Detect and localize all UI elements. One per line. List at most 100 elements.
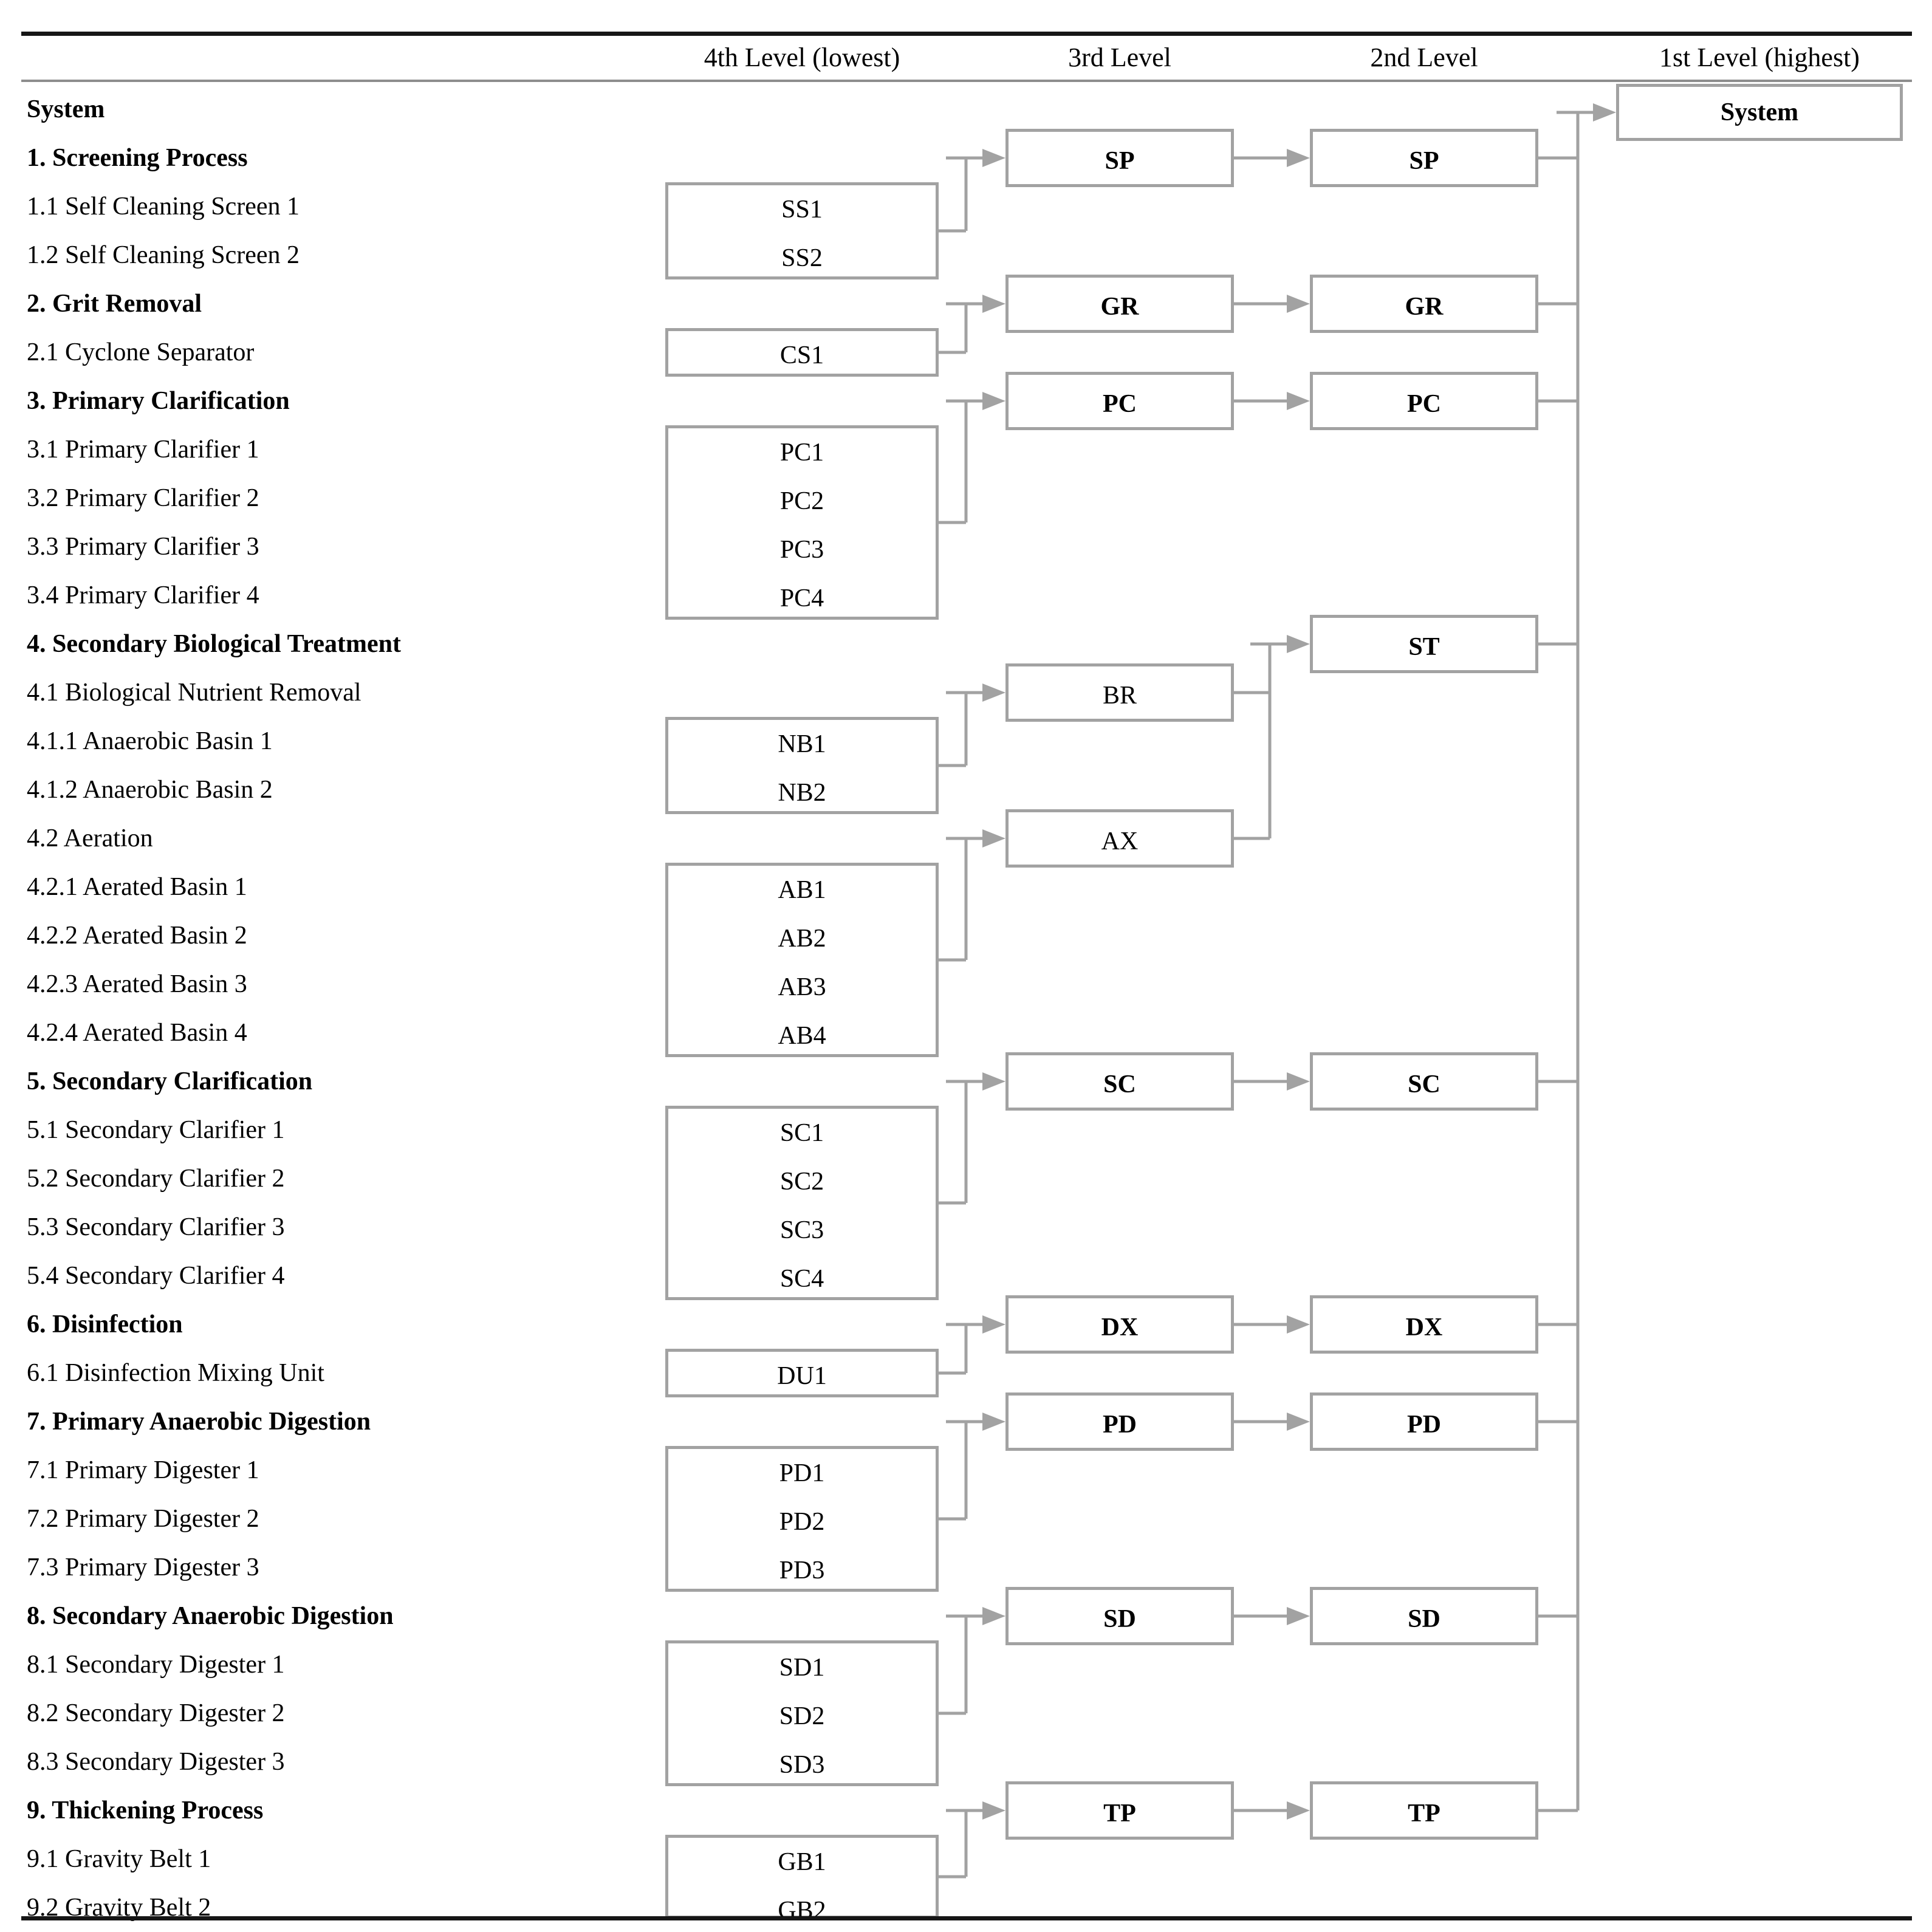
- box-label: DU1: [777, 1362, 827, 1390]
- box-label: BR: [1102, 682, 1137, 710]
- row-label: 7.1 Primary Digester 1: [27, 1456, 259, 1484]
- row-label: 4.1 Biological Nutrient Removal: [27, 679, 361, 707]
- box-label: DX: [1405, 1314, 1443, 1341]
- arrowhead-icon: [1287, 1607, 1310, 1625]
- row-label: 8. Secondary Anaerobic Digestion: [27, 1602, 394, 1630]
- row-label: 4.1.2 Anaerobic Basin 2: [27, 776, 273, 804]
- equipment-box-du1: DU1: [665, 1349, 939, 1397]
- box-label: PC2: [779, 487, 824, 515]
- level2-box-sp: SP: [1310, 129, 1538, 187]
- row-label: 4.2.4 Aerated Basin 4: [27, 1019, 247, 1047]
- level2-box-pd: PD: [1310, 1392, 1538, 1451]
- row-label: 3.1 Primary Clarifier 1: [27, 436, 259, 464]
- box-label: SS1: [781, 196, 823, 224]
- row-label: 3.3 Primary Clarifier 3: [27, 533, 259, 561]
- box-label: CS1: [779, 341, 824, 369]
- box-label: SD: [1103, 1605, 1136, 1633]
- box-label: PC3: [779, 536, 824, 564]
- header-4th-level: 4th Level (lowest): [704, 42, 900, 72]
- row-label: 1.2 Self Cleaning Screen 2: [27, 241, 300, 269]
- header-1st-level: 1st Level (highest): [1659, 42, 1860, 72]
- level3-box-gr: GR: [1005, 275, 1234, 333]
- level3-box-pd: PD: [1005, 1392, 1234, 1451]
- row-label: 1. Screening Process: [27, 144, 248, 172]
- box-label: PC4: [779, 584, 824, 612]
- box-label: GR: [1405, 293, 1444, 321]
- arrowhead-icon: [982, 1607, 1005, 1625]
- row-label: 4.2 Aeration: [27, 824, 153, 852]
- arrowhead-icon: [982, 1315, 1005, 1334]
- box-label: TP: [1103, 1800, 1136, 1828]
- row-label: 4. Secondary Biological Treatment: [27, 630, 401, 658]
- arrowhead-icon: [982, 829, 1005, 848]
- level2-box-pc: PC: [1310, 372, 1538, 430]
- level2-box-sd: SD: [1310, 1587, 1538, 1645]
- arrowhead-icon: [1593, 103, 1616, 122]
- row-label: 2. Grit Removal: [27, 290, 202, 318]
- system-box-label: System: [1720, 98, 1799, 126]
- arrowhead-icon: [982, 1801, 1005, 1820]
- level2-box-sc: SC: [1310, 1052, 1538, 1111]
- arrowhead-icon: [1287, 295, 1310, 313]
- level3-box-ax: AX: [1005, 809, 1234, 868]
- arrowhead-icon: [982, 149, 1005, 167]
- header-3rd-level: 3rd Level: [1068, 42, 1171, 72]
- level2-box-tp: TP: [1310, 1781, 1538, 1840]
- row-label: 4.2.2 Aerated Basin 2: [27, 922, 247, 950]
- row-label: 7.3 Primary Digester 3: [27, 1553, 259, 1581]
- box-label: PC: [1103, 390, 1137, 418]
- arrowhead-icon: [982, 392, 1005, 410]
- row-label: 7. Primary Anaerobic Digestion: [27, 1408, 371, 1436]
- level3-box-dx: DX: [1005, 1295, 1234, 1354]
- arrowhead-icon: [982, 1072, 1005, 1091]
- box-label: NB1: [778, 730, 826, 758]
- box-label: SC1: [779, 1119, 824, 1147]
- level2-box-st: ST: [1310, 615, 1538, 673]
- box-label: SP: [1409, 147, 1439, 175]
- row-label: 1.1 Self Cleaning Screen 1: [27, 193, 300, 221]
- box-label: AB1: [778, 876, 826, 904]
- box-label: PD3: [779, 1557, 825, 1584]
- row-label: 8.3 Secondary Digester 3: [27, 1748, 285, 1776]
- header-2nd-level: 2nd Level: [1370, 42, 1478, 72]
- box-label: GB1: [778, 1848, 826, 1876]
- arrowhead-icon: [982, 1413, 1005, 1431]
- arrowhead-icon: [1287, 1072, 1310, 1091]
- bottom-rule: [21, 1916, 1912, 1920]
- row-label: 5.4 Secondary Clarifier 4: [27, 1262, 285, 1290]
- row-label: 4.1.1 Anaerobic Basin 1: [27, 727, 273, 755]
- box-label: PC: [1407, 390, 1441, 418]
- box-label: DX: [1101, 1314, 1139, 1341]
- row-label: 9.2 Gravity Belt 2: [27, 1894, 211, 1922]
- level3-box-br: BR: [1005, 663, 1234, 722]
- box-label: AB2: [778, 925, 826, 953]
- box-label: SS2: [781, 244, 823, 272]
- box-label: GR: [1100, 293, 1139, 321]
- row-label: 6.1 Disinfection Mixing Unit: [27, 1359, 324, 1387]
- row-label: 5.1 Secondary Clarifier 1: [27, 1116, 285, 1144]
- row-label: 9. Thickening Process: [27, 1797, 264, 1824]
- arrowhead-icon: [1287, 1413, 1310, 1431]
- row-label: 5.3 Secondary Clarifier 3: [27, 1213, 285, 1241]
- box-label: SC: [1103, 1070, 1136, 1098]
- box-label: AB3: [778, 973, 826, 1001]
- box-label: GB2: [778, 1897, 826, 1925]
- arrowhead-icon: [982, 295, 1005, 313]
- box-label: PD1: [779, 1459, 825, 1487]
- box-label: SC: [1408, 1070, 1440, 1098]
- row-label: 6. Disinfection: [27, 1310, 183, 1338]
- box-label: SD1: [779, 1654, 825, 1682]
- box-label: SD2: [779, 1702, 825, 1730]
- row-label: 3.4 Primary Clarifier 4: [27, 581, 259, 609]
- box-label: PD: [1407, 1411, 1441, 1439]
- row-label: 4.2.3 Aerated Basin 3: [27, 970, 247, 998]
- box-label: SC4: [779, 1265, 824, 1293]
- row-label: 5. Secondary Clarification: [27, 1067, 313, 1095]
